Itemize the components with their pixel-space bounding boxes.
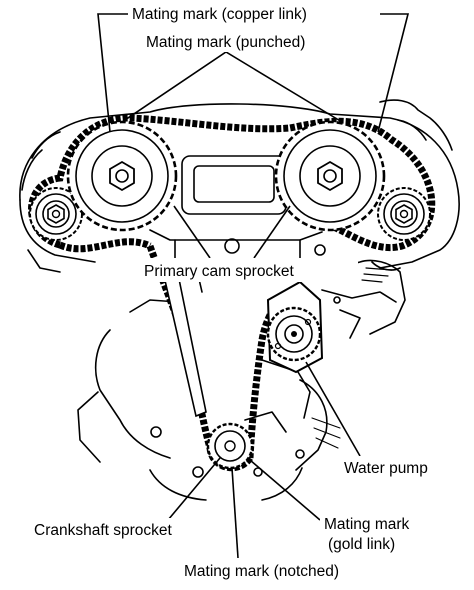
left-primary-cam-sprocket [66,120,178,232]
label-primary-cam-sprocket: Primary cam sprocket [144,263,295,280]
crankshaft-sprocket [206,422,254,470]
label-crankshaft-sprocket: Crankshaft sprocket [34,522,173,539]
label-punched: Mating mark (punched) [146,34,305,51]
water-pump-sprocket [266,280,324,374]
leader-lines [97,13,410,559]
label-gold-link-line2: (gold link) [328,536,395,553]
label-gold-link-line1: Mating mark [324,516,410,533]
label-copper-link: Mating mark (copper link) [132,6,307,23]
label-notched: Mating mark (notched) [184,563,339,580]
right-secondary-cam-sprocket [377,187,431,241]
engine-outline [19,99,460,501]
right-primary-cam-sprocket [274,120,386,232]
labels: Mating mark (copper link) Mating mark (p… [30,2,450,582]
label-water-pump: Water pump [344,460,428,477]
left-secondary-cam-sprocket [29,187,83,241]
